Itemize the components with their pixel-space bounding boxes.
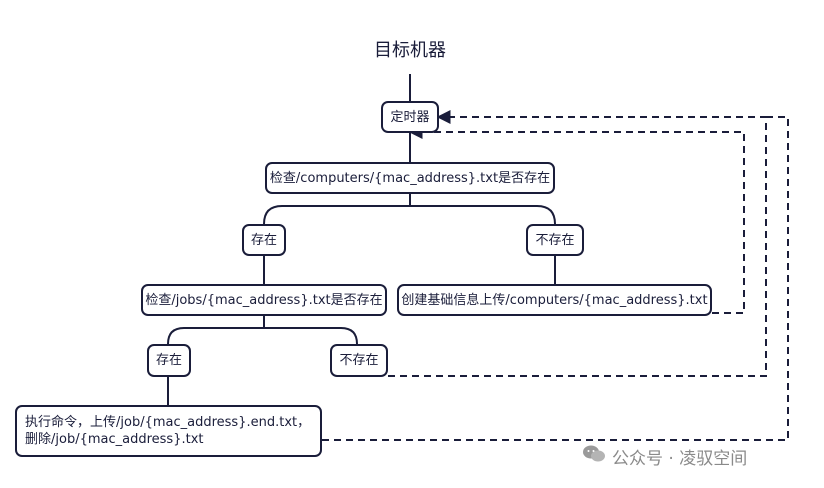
- edge-branch-2: [167, 327, 358, 345]
- node-not-exists-2: 不存在: [330, 344, 388, 377]
- node-timer: 定时器: [381, 101, 439, 133]
- edge-create-loop: [408, 125, 745, 314]
- node-exists-2: 存在: [147, 344, 191, 377]
- node-execute: 执行命令，上传/job/{mac_address}.end.txt，删除/job…: [15, 405, 322, 457]
- node-not-exists-1: 不存在: [526, 224, 584, 256]
- diagram-title: 目标机器: [374, 40, 446, 61]
- edge-execute-loop: [322, 116, 789, 441]
- node-create-info: 创建基础信息上传/computers/{mac_address}.txt: [397, 284, 712, 316]
- node-check-jobs: 检查/jobs/{mac_address}.txt是否存在: [141, 284, 387, 316]
- node-exists-1: 存在: [242, 224, 286, 256]
- watermark: 公众号 · 凌驭空间: [582, 444, 747, 469]
- edge-branch-1: [263, 205, 556, 225]
- edge-notexists2-loop: [388, 110, 767, 377]
- node-check-computers: 检查/computers/{mac_address}.txt是否存在: [265, 162, 555, 194]
- watermark-text: 公众号 · 凌驭空间: [612, 449, 748, 469]
- wechat-icon: [582, 444, 606, 469]
